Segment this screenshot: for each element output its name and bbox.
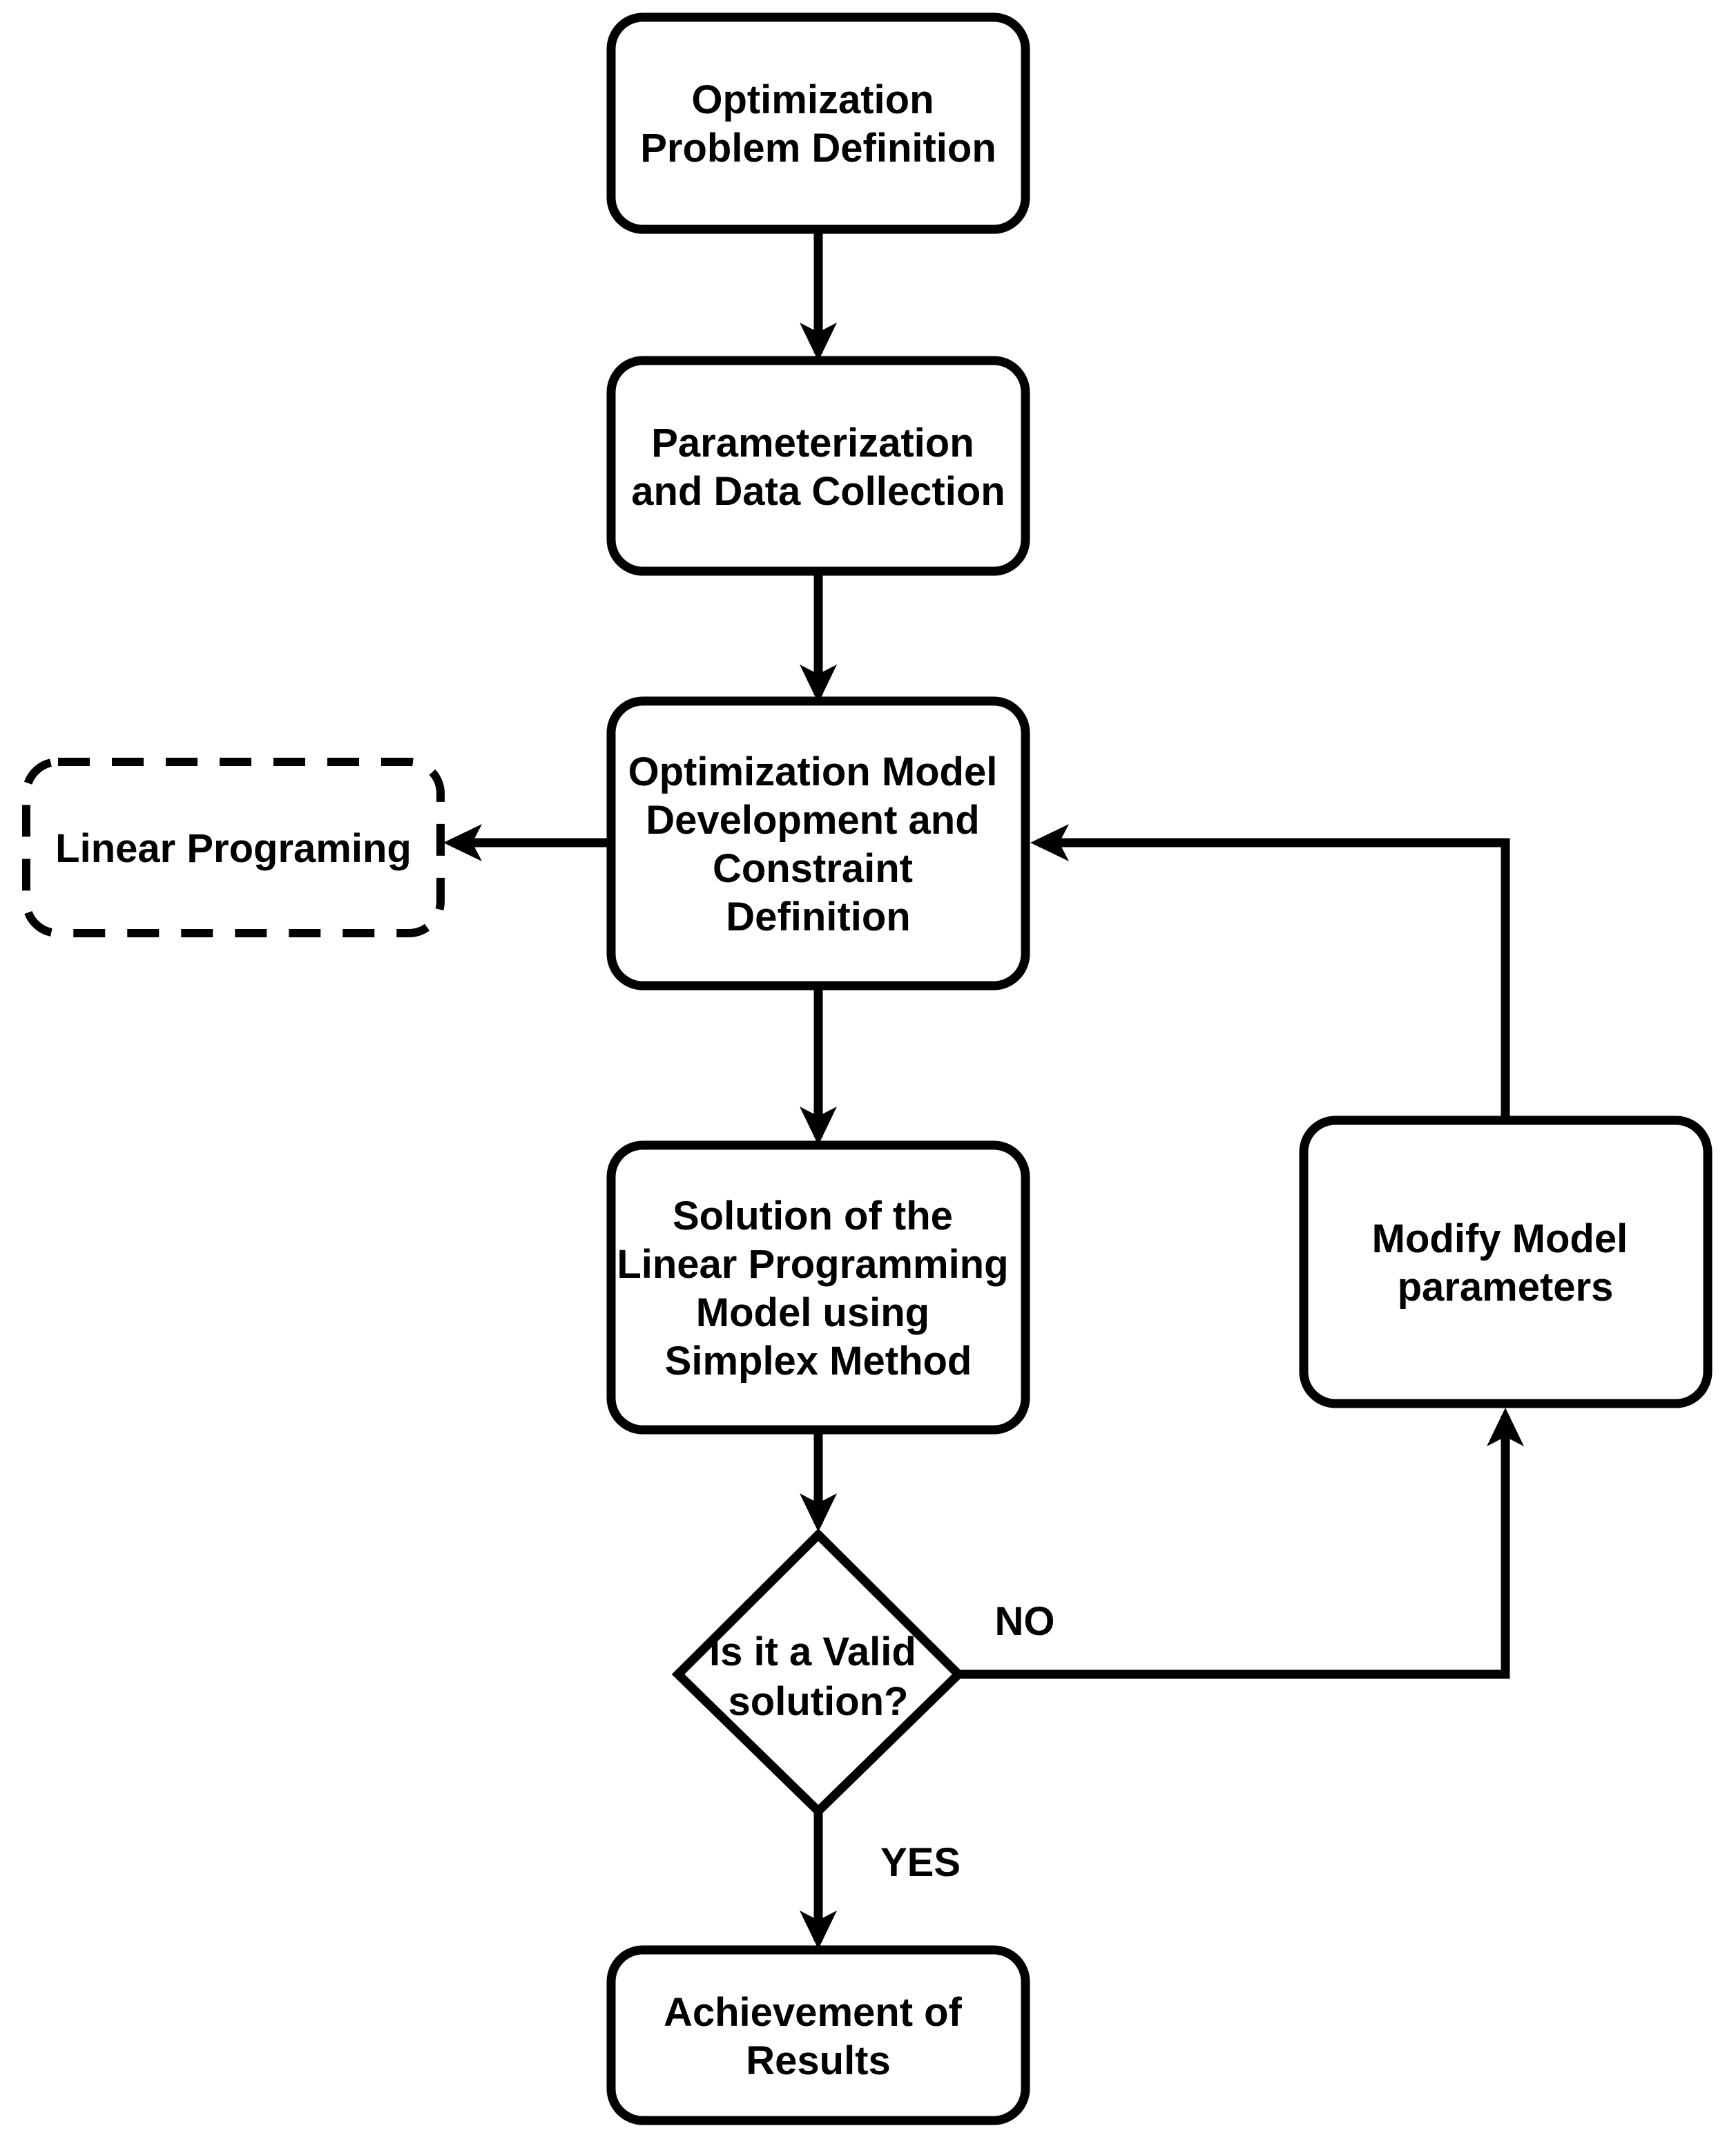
label-line: Modify Model [1372,1216,1628,1261]
label-decision-valid-solution: Is it a Valid solution? [709,1629,927,1724]
node-linear-programing [22,758,445,937]
label-line: Results [746,2038,891,2083]
node-optimization-problem-definition [606,12,1030,234]
label-line: and Data Collection [631,469,1005,514]
node-model-development-constraint-definition [606,696,1030,990]
node-decision-valid-solution [671,1528,965,1818]
label-achievement-of-results: Achievement of Results [664,1990,973,2083]
label-line: Definition [726,894,910,939]
arrow-decision-no-to-modify [958,1408,1524,1679]
label-line: Development and [646,798,979,843]
node-parameterization-data-collection [606,356,1030,576]
label-line: Linear Programming [617,1242,1008,1287]
label-line: Constraint [713,846,913,891]
label-solution-simplex-method: Solution of the Linear Programming Model… [617,1194,1019,1384]
node-modify-model-parameters [1299,1116,1713,1408]
label-line: Is it a Valid [709,1629,916,1674]
label-line: solution? [729,1679,909,1724]
label-modify-model-parameters: Modify Model parameters [1372,1216,1639,1310]
arrow-modify-to-model [1030,824,1510,1120]
label-line: parameters [1398,1265,1614,1310]
label-line: Optimization Model [628,749,998,794]
label-line: Linear Programing [55,826,412,871]
label-optimization-problem-definition: Optimization Problem Definition [640,77,996,171]
label-line: Achievement of [664,1990,963,2035]
label-yes: YES [880,1840,961,1885]
label-line: Parameterization [651,421,974,466]
node-solution-simplex-method [606,1140,1030,1435]
label-line: Solution of the [673,1194,953,1238]
label-line: Problem Definition [640,126,996,171]
label-line: Model using [696,1290,929,1335]
label-linear-programing: Linear Programing [55,826,412,871]
label-line: Simplex Method [665,1339,972,1384]
label-line: Optimization [691,77,934,122]
label-model-development-constraint-definition: Optimization Model Development and Const… [628,749,1009,939]
label-parameterization-data-collection: Parameterization and Data Collection [631,421,1005,514]
label-no: NO [995,1599,1055,1644]
node-achievement-of-results [606,1945,1030,2125]
